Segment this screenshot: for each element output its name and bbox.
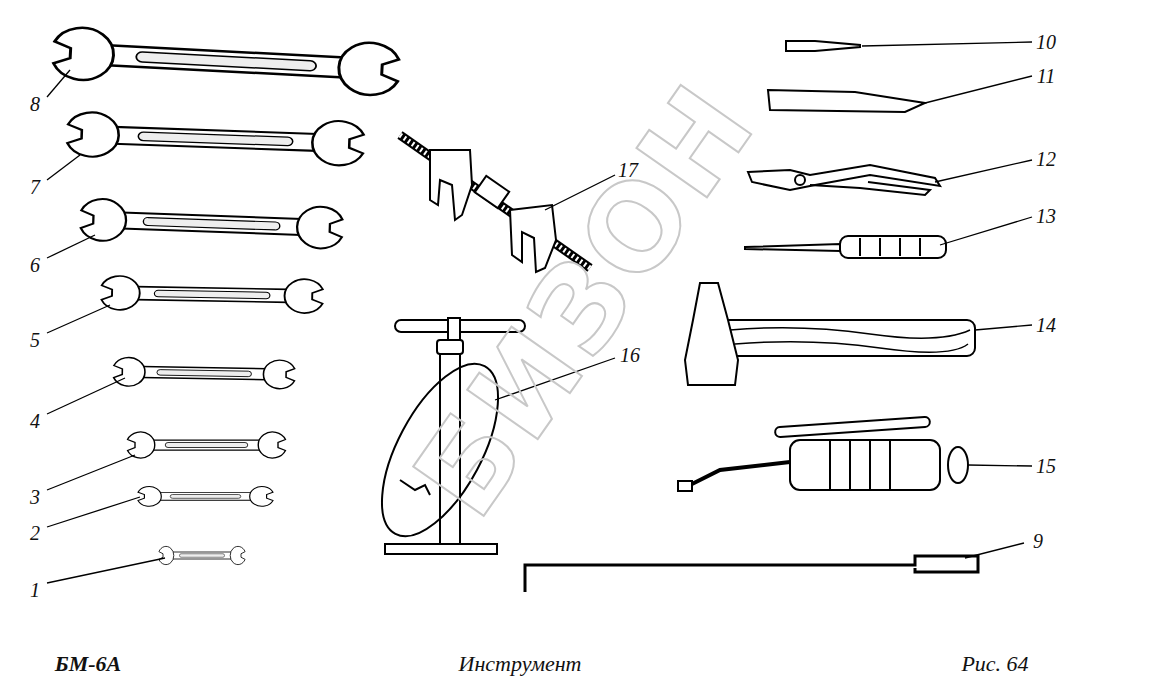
callout-number: 10 [1036,32,1056,52]
leader-lines [47,42,1032,583]
figure-title: Инструмент [459,653,582,675]
callout-number: 6 [30,255,40,275]
callout-number: 7 [30,177,40,197]
callout-number: 13 [1036,206,1056,226]
figure-caption: Рис. 64 [961,653,1028,675]
callout-number: 1 [30,580,40,600]
wrench-set [53,26,400,564]
callout-number: 8 [30,94,40,114]
callout-number: 15 [1036,456,1056,476]
callout-number: 12 [1036,149,1056,169]
callout-number: 11 [1037,66,1056,86]
callout-number: 4 [30,411,40,431]
callout-number: 2 [30,523,40,543]
callout-number: 3 [30,487,40,507]
callout-number: 14 [1036,315,1056,335]
model-designation: БМ-6А [55,653,122,675]
callout-number: 9 [1033,531,1043,551]
callout-number: 5 [30,330,40,350]
